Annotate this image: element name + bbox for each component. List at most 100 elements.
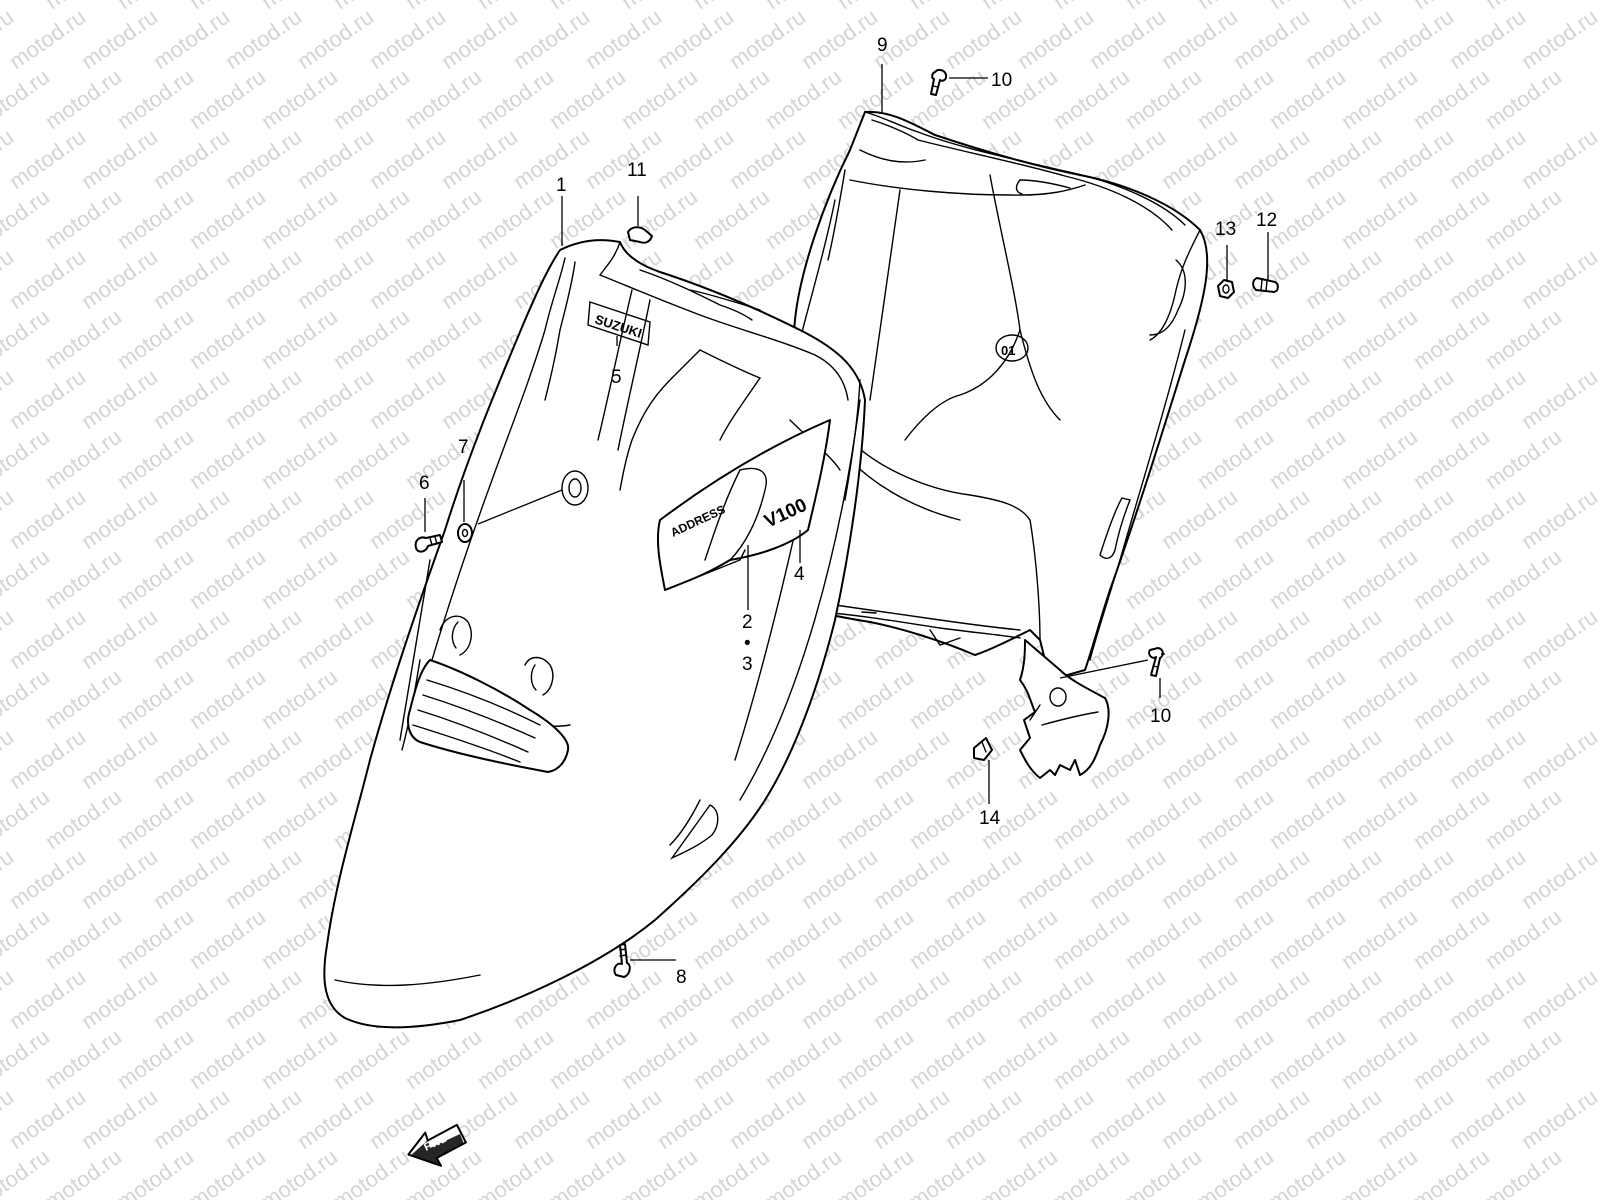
watermark-text: motod.ru [977, 1144, 1062, 1200]
watermark-text: motod.ru [725, 124, 810, 194]
watermark-text: motod.ru [725, 844, 810, 914]
watermark-text: motod.ru [41, 1144, 126, 1200]
watermark-text: motod.ru [1481, 1024, 1566, 1094]
watermark-text: motod.ru [113, 544, 198, 614]
watermark-text: motod.ru [1229, 4, 1314, 74]
callout-numbers: 1 11 5 2 • 3 4 6 7 8 9 10 10 12 13 14 [419, 35, 1277, 988]
callout-11: 11 [627, 160, 647, 181]
watermark-text: motod.ru [653, 4, 738, 74]
watermark-text: motod.ru [833, 784, 918, 854]
watermark-text: motod.ru [41, 904, 126, 974]
watermark-text: motod.ru [977, 904, 1062, 974]
watermark-text: motod.ru [1373, 124, 1458, 194]
watermark-text: motod.ru [329, 64, 414, 134]
watermark-text: motod.ru [1517, 844, 1600, 914]
watermark-text: motod.ru [1013, 964, 1098, 1034]
watermark-text: motod.ru [1409, 184, 1494, 254]
watermark-text: motod.ru [941, 1084, 1026, 1154]
watermark-text: motod.ru [797, 1084, 882, 1154]
watermark-text: motod.ru [1085, 1084, 1170, 1154]
watermark-text: motod.ru [257, 64, 342, 134]
watermark-text: motod.ru [1193, 304, 1278, 374]
watermark-text: motod.ru [329, 0, 414, 14]
watermark-text: motod.ru [1121, 0, 1206, 14]
watermark-text: motod.ru [149, 364, 234, 434]
watermark-text: motod.ru [185, 424, 270, 494]
watermark-text: motod.ru [1013, 1084, 1098, 1154]
watermark-text: motod.ru [761, 784, 846, 854]
watermark-text: motod.ru [185, 784, 270, 854]
watermark-text: motod.ru [221, 244, 306, 314]
watermark-text: motod.ru [437, 124, 522, 194]
watermark-text: motod.ru [941, 4, 1026, 74]
watermark-text: motod.ru [1121, 544, 1206, 614]
watermark-text: motod.ru [1085, 964, 1170, 1034]
watermark-text: motod.ru [0, 64, 54, 134]
watermark-text: motod.ru [113, 664, 198, 734]
watermark-text: motod.ru [1409, 784, 1494, 854]
watermark-text: motod.ru [221, 484, 306, 554]
watermark-text: motod.ru [113, 64, 198, 134]
watermark-text: motod.ru [545, 64, 630, 134]
watermark-text: motod.ru [797, 964, 882, 1034]
watermark-text: motod.ru [257, 1144, 342, 1200]
watermark-text: motod.ru [41, 664, 126, 734]
watermark-text: motod.ru [113, 304, 198, 374]
watermark-text: motod.ru [77, 844, 162, 914]
watermark-text: motod.ru [653, 124, 738, 194]
watermark-text: motod.ru [1229, 724, 1314, 794]
watermark-text: motod.ru [1193, 904, 1278, 974]
watermark-text: motod.ru [257, 784, 342, 854]
watermark-text: motod.ru [725, 1084, 810, 1154]
watermark-text: motod.ru [113, 1144, 198, 1200]
washer-part-7 [457, 523, 473, 543]
watermark-text: motod.ru [1193, 424, 1278, 494]
watermark-text: motod.ru [185, 664, 270, 734]
watermark-text: motod.ru [1157, 964, 1242, 1034]
watermark-text: motod.ru [329, 1024, 414, 1094]
watermark-text: motod.ru [329, 184, 414, 254]
watermark-text: motod.ru [1337, 904, 1422, 974]
watermark-text: motod.ru [1481, 1144, 1566, 1200]
watermark-text: motod.ru [1445, 604, 1530, 674]
watermark-text: motod.ru [401, 304, 486, 374]
watermark-text: motod.ru [689, 1144, 774, 1200]
watermark-text: motod.ru [1157, 604, 1242, 674]
watermark-text: motod.ru [401, 1024, 486, 1094]
watermark-text: motod.ru [41, 1024, 126, 1094]
nut-part-13 [1217, 279, 1235, 299]
watermark-text: motod.ru [221, 364, 306, 434]
watermark-text: motod.ru [1229, 484, 1314, 554]
callout-2: 2 [742, 612, 753, 633]
watermark-text: motod.ru [1373, 244, 1458, 314]
watermark-text: motod.ru [1085, 4, 1170, 74]
watermark-text: motod.ru [473, 184, 558, 254]
watermark-text: motod.ru [1193, 1144, 1278, 1200]
watermark-text: motod.ru [5, 604, 90, 674]
watermark-text: motod.ru [1301, 1084, 1386, 1154]
watermark-text: motod.ru [113, 1024, 198, 1094]
watermark-text: motod.ru [1409, 904, 1494, 974]
callout-1: 1 [556, 175, 567, 196]
watermark-text: motod.ru [0, 664, 54, 734]
watermark-text: motod.ru [1301, 124, 1386, 194]
watermark-text: motod.ru [869, 1084, 954, 1154]
watermark-text: motod.ru [365, 364, 450, 434]
watermark-text: motod.ru [437, 244, 522, 314]
watermark-text: motod.ru [473, 1024, 558, 1094]
watermark-text: motod.ru [725, 4, 810, 74]
watermark-text: motod.ru [833, 1024, 918, 1094]
watermark-text: motod.ru [41, 184, 126, 254]
watermark-text: motod.ru [1301, 484, 1386, 554]
watermark-text: motod.ru [1121, 64, 1206, 134]
watermark-text: motod.ru [77, 4, 162, 74]
watermark-text: motod.ru [293, 124, 378, 194]
callout-dot: • [744, 633, 751, 654]
watermark-text: motod.ru [761, 1024, 846, 1094]
watermark-text: motod.ru [1517, 1084, 1600, 1154]
watermark-text: motod.ru [1337, 784, 1422, 854]
watermark-text: motod.ru [5, 124, 90, 194]
watermark-text: motod.ru [0, 424, 54, 494]
watermark-text: motod.ru [1337, 184, 1422, 254]
